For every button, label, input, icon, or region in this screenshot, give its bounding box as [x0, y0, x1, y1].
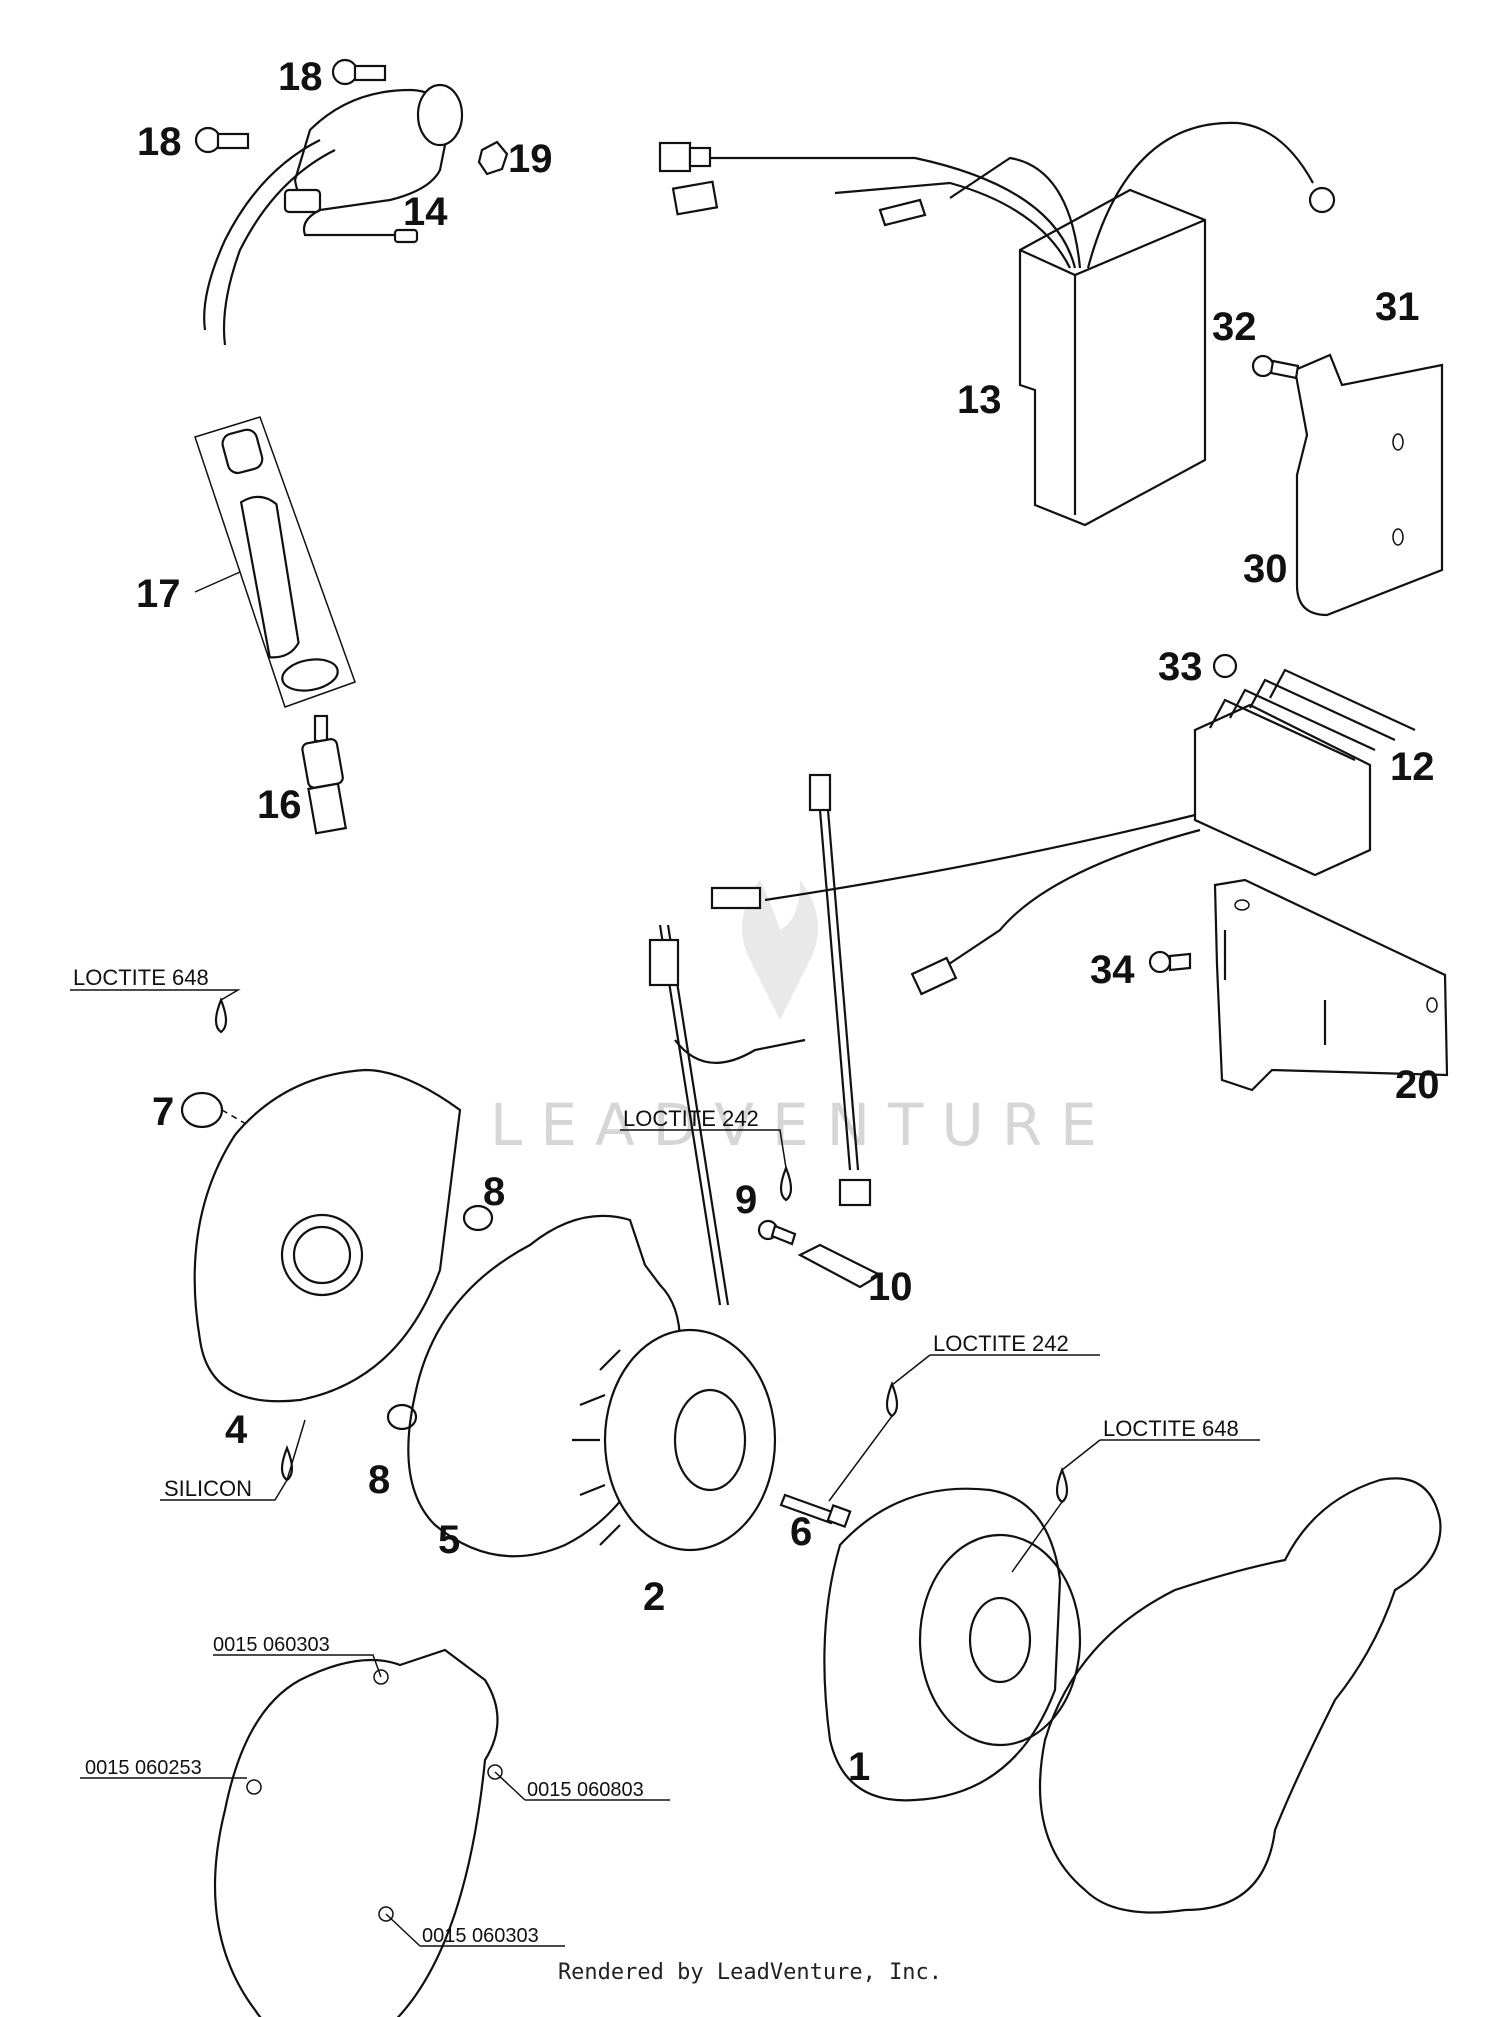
drop-loctite242-pickup: [779, 1165, 793, 1202]
stator-2: [572, 1328, 777, 1552]
partnum-bottom: 0015 060303: [422, 1925, 539, 1947]
bolt-6: [779, 1493, 852, 1529]
drop-loctite648-rotor: [1055, 1467, 1069, 1504]
spark-plug-cap-kit: [194, 416, 356, 708]
callout-7: 7: [152, 1090, 174, 1134]
callout-1: 1: [848, 1745, 870, 1789]
callout-30: 30: [1243, 547, 1288, 591]
callout-5: 5: [438, 1518, 460, 1562]
gasket-hole-bottom: [378, 1906, 394, 1922]
dowel-8-top: [462, 1204, 494, 1232]
callout-2: 2: [643, 1575, 665, 1619]
callout-17: 17: [136, 572, 181, 616]
callout-10: 10: [868, 1265, 913, 1309]
callout-6: 6: [790, 1510, 812, 1554]
gasket-part-ref: [213, 1648, 499, 2017]
callout-19: 19: [508, 137, 553, 181]
drop-loctite242-bolt: [885, 1381, 899, 1418]
note-loctite242-bolt: LOCTITE 242: [933, 1331, 1069, 1356]
screw-32: [1251, 354, 1300, 380]
drop-silicon: [280, 1445, 294, 1482]
callout-14: 14: [403, 190, 448, 234]
note-loctite648-rotor: LOCTITE 648: [1103, 1416, 1239, 1441]
gasket-hole-right: [487, 1764, 503, 1780]
gasket-hole-top: [373, 1669, 389, 1685]
callout-12: 12: [1390, 745, 1435, 789]
note-silicon: SILICON: [164, 1476, 252, 1501]
gasket-hole-left: [246, 1779, 262, 1795]
partnum-left: 0015 060253: [85, 1757, 202, 1779]
screw-9: [757, 1219, 797, 1246]
regulator: [710, 668, 1416, 996]
callout-13: 13: [957, 378, 1002, 422]
partnum-top: 0015 060303: [213, 1634, 330, 1656]
plug-7: [180, 1091, 224, 1129]
note-loctite242-pickup: LOCTITE 242: [623, 1106, 759, 1131]
spark-plug: [301, 714, 348, 835]
bolt-34: [1148, 950, 1192, 974]
watermark: LEADVENTURE: [490, 880, 1115, 1159]
note-loctite648-cover: LOCTITE 648: [73, 965, 209, 990]
bolt-18-left: [194, 126, 250, 154]
callout-20: 20: [1395, 1063, 1440, 1107]
rotor-1: [823, 1487, 1082, 1802]
callout-32: 32: [1212, 305, 1257, 349]
pickup-wiring: [648, 773, 872, 1306]
cdi-unit: [658, 121, 1336, 527]
callout-18-left: 18: [137, 120, 182, 164]
callout-34: 34: [1090, 948, 1135, 992]
nut-33: [1212, 653, 1238, 679]
nut-19: [477, 140, 509, 176]
engine-cover-outline: [1039, 1477, 1442, 1914]
callout-8-bottom: 8: [368, 1458, 390, 1502]
callout-16: 16: [257, 783, 302, 827]
bolt-18-top: [331, 58, 387, 86]
callout-8-top: 8: [483, 1170, 505, 1214]
pickup-10: [797, 1243, 883, 1289]
callout-18-top: 18: [278, 55, 323, 99]
callout-4: 4: [225, 1408, 248, 1452]
ignition-cover: [193, 1068, 462, 1403]
leader-lines: [70, 571, 1260, 1947]
gasket-5: [407, 1214, 682, 1558]
bracket-20: [1213, 878, 1449, 1092]
partnum-right: 0015 060803: [527, 1779, 644, 1801]
callout-33: 33: [1158, 645, 1203, 689]
drop-loctite648-cover: [214, 997, 228, 1034]
watermark-text: LEADVENTURE: [490, 1091, 1115, 1159]
cover-plate: [1293, 353, 1444, 617]
footer-credit: Rendered by LeadVenture, Inc.: [557, 1960, 943, 1985]
ignition-coil: [203, 83, 464, 346]
callout-31: 31: [1375, 285, 1420, 329]
callout-9: 9: [735, 1178, 757, 1222]
